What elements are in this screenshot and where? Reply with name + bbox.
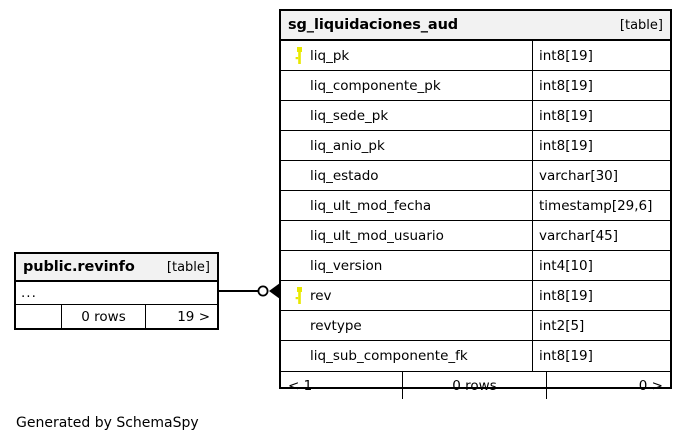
table-kind-label: [table] bbox=[619, 17, 663, 33]
column-type-label: int8[19] bbox=[539, 137, 593, 154]
collapsed-columns-ellipsis: ... bbox=[21, 285, 37, 301]
column-name-label: liq_pk bbox=[310, 47, 350, 64]
column-type-label: int8[19] bbox=[539, 107, 593, 124]
column-type-label: int8[19] bbox=[539, 287, 593, 304]
column-name-label: liq_anio_pk bbox=[310, 137, 385, 154]
primary-key-icon bbox=[288, 47, 310, 64]
footer-row-count: 0 rows bbox=[403, 372, 547, 399]
table-row[interactable]: liq_ult_mod_usuario varchar[45] bbox=[281, 221, 670, 251]
column-type-label: int4[10] bbox=[539, 257, 593, 274]
table-node-public-revinfo[interactable]: public.revinfo [table] ... 0 rows 19 > bbox=[14, 252, 219, 330]
generated-by-caption: Generated by SchemaSpy bbox=[16, 415, 199, 431]
column-name-label: liq_ult_mod_fecha bbox=[310, 197, 432, 214]
column-type-cell: int8[19] bbox=[533, 41, 670, 70]
column-name-cell: liq_estado bbox=[281, 161, 533, 190]
footer-next-link[interactable]: 0 > bbox=[638, 377, 663, 394]
column-type-cell: varchar[30] bbox=[533, 161, 670, 190]
relationship-connector bbox=[219, 283, 280, 299]
column-type-label: int8[19] bbox=[539, 348, 593, 364]
column-type-cell: int8[19] bbox=[533, 131, 670, 160]
column-type-cell: int8[19] bbox=[533, 341, 670, 371]
column-type-label: int8[19] bbox=[539, 47, 593, 64]
column-type-label: varchar[45] bbox=[539, 227, 619, 244]
zero-or-one-circle-icon bbox=[257, 285, 269, 297]
column-name-cell: liq_ult_mod_fecha bbox=[281, 191, 533, 220]
column-name-cell: liq_sede_pk bbox=[281, 101, 533, 130]
table-row[interactable]: rev int8[19] bbox=[281, 281, 670, 311]
table-title: sg_liquidaciones_aud bbox=[288, 17, 459, 33]
table-kind-label: [table] bbox=[166, 259, 210, 275]
column-name-label: liq_ult_mod_usuario bbox=[310, 227, 444, 244]
column-name-cell: rev bbox=[281, 281, 533, 310]
footer-prev-link[interactable] bbox=[16, 305, 62, 328]
table-footer: 0 rows 19 > bbox=[16, 304, 217, 328]
column-name-cell: liq_version bbox=[281, 251, 533, 280]
footer-row-count: 0 rows bbox=[62, 305, 146, 328]
column-name-label: liq_sub_componente_fk bbox=[310, 348, 468, 364]
table-node-sg-liquidaciones-aud[interactable]: sg_liquidaciones_aud [table] liq_pk int8[… bbox=[279, 9, 672, 399]
column-name-label: liq_sede_pk bbox=[310, 107, 389, 124]
column-name-cell: liq_anio_pk bbox=[281, 131, 533, 160]
column-type-cell: int8[19] bbox=[533, 101, 670, 130]
column-type-label: varchar[30] bbox=[539, 167, 619, 184]
column-type-label: int8[19] bbox=[539, 77, 593, 94]
table-title: public.revinfo bbox=[23, 259, 135, 275]
table-row[interactable]: liq_sede_pk int8[19] bbox=[281, 101, 670, 131]
column-name-cell: liq_componente_pk bbox=[281, 71, 533, 100]
table-row[interactable]: liq_version int4[10] bbox=[281, 251, 670, 281]
column-name-label: liq_version bbox=[310, 257, 383, 274]
column-name-label: liq_componente_pk bbox=[310, 77, 441, 94]
table-row[interactable]: liq_pk int8[19] bbox=[281, 41, 670, 71]
column-name-cell: liq_pk bbox=[281, 41, 533, 70]
table-row[interactable]: liq_ult_mod_fecha timestamp[29,6] bbox=[281, 191, 670, 221]
table-row[interactable]: liq_componente_pk int8[19] bbox=[281, 71, 670, 101]
table-row[interactable]: liq_sub_componente_fk int8[19] bbox=[281, 341, 670, 371]
footer-next-link[interactable]: 19 > bbox=[177, 308, 210, 325]
table-row[interactable]: liq_estado varchar[30] bbox=[281, 161, 670, 191]
column-type-cell: int4[10] bbox=[533, 251, 670, 280]
column-name-cell: revtype bbox=[281, 311, 533, 340]
footer-prev-link[interactable]: < 1 bbox=[281, 372, 403, 399]
column-type-cell: timestamp[29,6] bbox=[533, 191, 670, 220]
column-name-label: rev bbox=[310, 287, 332, 304]
column-name-cell: liq_ult_mod_usuario bbox=[281, 221, 533, 250]
column-name-cell: liq_sub_componente_fk bbox=[281, 341, 533, 371]
table-row[interactable]: liq_anio_pk int8[19] bbox=[281, 131, 670, 161]
crows-foot-icon bbox=[269, 283, 280, 299]
table-header: public.revinfo [table] bbox=[16, 254, 217, 282]
column-type-label: timestamp[29,6] bbox=[539, 197, 653, 214]
primary-key-icon bbox=[288, 287, 310, 304]
table-columns-list: ... bbox=[16, 282, 217, 304]
column-type-cell: int8[19] bbox=[533, 281, 670, 310]
column-name-label: revtype bbox=[310, 317, 362, 334]
column-type-cell: varchar[45] bbox=[533, 221, 670, 250]
column-name-label: liq_estado bbox=[310, 167, 379, 184]
column-type-label: int2[5] bbox=[539, 317, 585, 334]
column-type-cell: int8[19] bbox=[533, 71, 670, 100]
table-footer: < 1 0 rows 0 > bbox=[281, 371, 670, 399]
table-row[interactable]: revtype int2[5] bbox=[281, 311, 670, 341]
column-type-cell: int2[5] bbox=[533, 311, 670, 340]
table-header: sg_liquidaciones_aud [table] bbox=[281, 11, 670, 41]
